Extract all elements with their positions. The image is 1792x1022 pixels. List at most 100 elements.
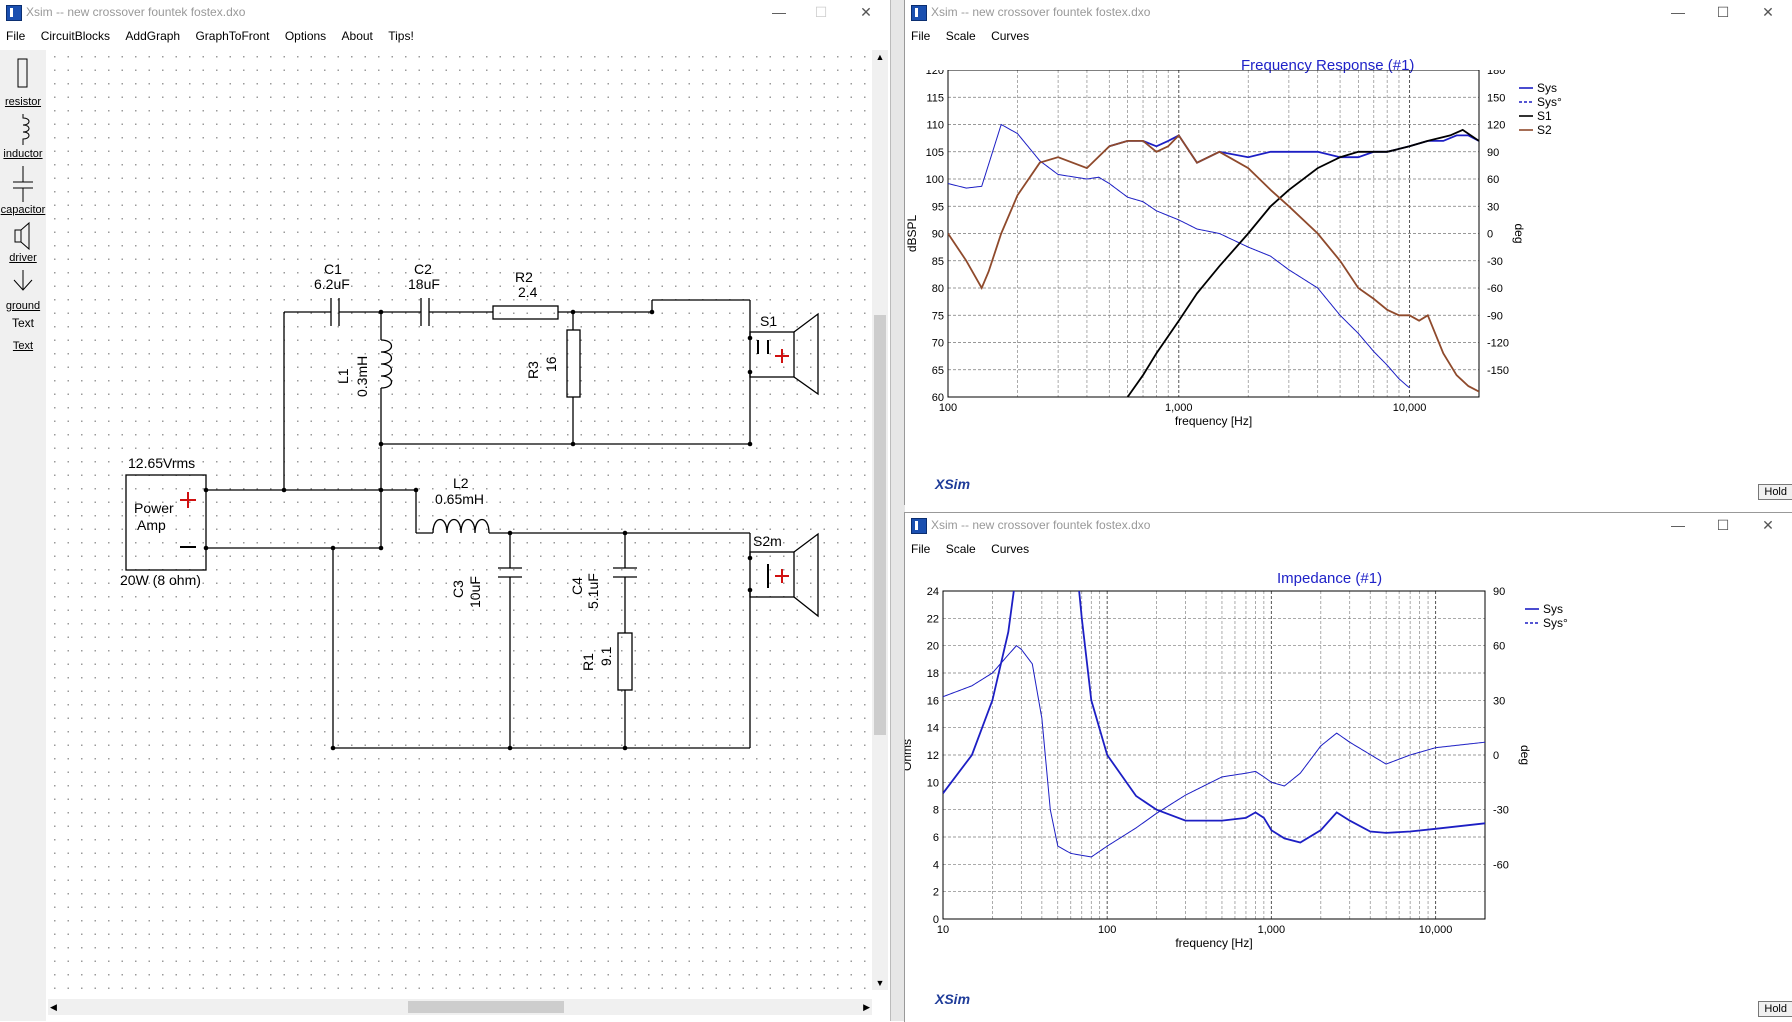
minimize-icon[interactable]: — bbox=[1671, 517, 1685, 533]
maximize-icon[interactable]: ☐ bbox=[1716, 4, 1730, 20]
y-tick-label: 90 bbox=[932, 229, 944, 241]
hold-button[interactable]: Hold bbox=[1758, 1001, 1792, 1017]
y-tick-label: 10 bbox=[927, 777, 939, 789]
menu-addgraph[interactable]: AddGraph bbox=[125, 29, 181, 43]
title-bar[interactable]: Xsim -- new crossover fountek fostex.dxo… bbox=[905, 0, 1792, 24]
series-group bbox=[948, 123, 1479, 397]
y-tick-label: 0 bbox=[933, 914, 939, 926]
minimize-icon[interactable]: — bbox=[772, 4, 786, 20]
y2-tick-label: -30 bbox=[1493, 805, 1509, 817]
scroll-right-icon[interactable]: ▶ bbox=[863, 1002, 870, 1012]
menu-scale[interactable]: Scale bbox=[945, 542, 976, 556]
scroll-down-icon[interactable]: ▼ bbox=[875, 978, 885, 988]
power-amp-block[interactable] bbox=[125, 474, 207, 571]
y2-tick-label: 60 bbox=[1487, 174, 1499, 186]
palette-ground[interactable]: ground bbox=[0, 268, 46, 312]
y2-tick-label: -30 bbox=[1487, 256, 1503, 268]
y2-tick-label: -90 bbox=[1487, 310, 1503, 322]
y2-tick-label: 30 bbox=[1493, 695, 1505, 707]
menu-file[interactable]: File bbox=[911, 542, 931, 556]
menu-tips[interactable]: Tips! bbox=[388, 29, 414, 43]
series-line-sys bbox=[943, 591, 1485, 844]
y-tick-label: 85 bbox=[932, 256, 944, 268]
legend-label: Sys bbox=[1543, 602, 1563, 616]
series-line-sys bbox=[1109, 134, 1479, 164]
schematic-canvas[interactable]: 12.65Vrms Power Amp 20W (8 ohm) C1 6.2uF… bbox=[48, 50, 872, 990]
vertical-scrollbar[interactable]: ▲ ▼ bbox=[872, 50, 888, 990]
title-bar[interactable]: Xsim -- new crossover fountek fostex.dxo… bbox=[0, 0, 890, 24]
palette-driver[interactable]: driver bbox=[0, 220, 46, 264]
y-tick-label: 70 bbox=[932, 338, 944, 350]
menu-scale[interactable]: Scale bbox=[945, 29, 976, 43]
window-title: Xsim -- new crossover fountek fostex.dxo bbox=[931, 518, 1151, 532]
speaker-s1[interactable] bbox=[749, 331, 795, 378]
minimize-icon[interactable]: — bbox=[1671, 4, 1685, 20]
plot-title: Impedance (#1) bbox=[1277, 570, 1383, 587]
frequency-response-chart[interactable]: 6065707580859095100105110115120-150-120-… bbox=[905, 70, 1792, 500]
y2-tick-label: 180 bbox=[1487, 70, 1505, 77]
y-tick-label: 100 bbox=[926, 174, 944, 186]
palette-resistor[interactable]: resistor bbox=[0, 56, 46, 108]
palette-inductor[interactable]: inductor bbox=[0, 112, 46, 160]
plot-frame bbox=[942, 590, 1486, 920]
y-tick-label: 8 bbox=[933, 805, 939, 817]
menu-about[interactable]: About bbox=[341, 29, 373, 43]
title-bar[interactable]: Xsim -- new crossover fountek fostex.dxo… bbox=[905, 513, 1792, 537]
series-line-s1 bbox=[1126, 128, 1479, 397]
window-title: Xsim -- new crossover fountek fostex.dxo bbox=[931, 5, 1151, 19]
y-tick-label: 115 bbox=[926, 92, 944, 104]
y-tick-label: 95 bbox=[932, 201, 944, 213]
c3-value: 10uF bbox=[467, 576, 483, 608]
ground-icon bbox=[13, 270, 33, 291]
r1-name: R1 bbox=[580, 653, 596, 671]
xsim-brand: XSim bbox=[935, 476, 971, 492]
menu-graphtofront[interactable]: GraphToFront bbox=[195, 29, 270, 43]
menu-file[interactable]: File bbox=[911, 29, 931, 43]
l1-name: L1 bbox=[335, 368, 351, 384]
menu-bar: File CircuitBlocks AddGraph GraphToFront… bbox=[0, 26, 890, 46]
y-tick-label: 18 bbox=[927, 668, 939, 680]
c4-name: C4 bbox=[569, 577, 585, 595]
menu-circuitblocks[interactable]: CircuitBlocks bbox=[40, 29, 111, 43]
series-line-s2 bbox=[948, 133, 1479, 393]
y2-tick-label: -150 bbox=[1487, 365, 1509, 377]
menu-bar: File Scale Curves bbox=[905, 539, 1792, 559]
y2-axis-label: deg bbox=[1518, 745, 1532, 765]
app-icon bbox=[6, 5, 22, 21]
x-axis-label: frequency [Hz] bbox=[1175, 936, 1252, 950]
series-line-sys-phase bbox=[948, 123, 1410, 389]
menu-curves[interactable]: Curves bbox=[991, 29, 1030, 43]
amp-name-line1: Power bbox=[134, 500, 174, 516]
y2-axis-label: deg bbox=[1512, 223, 1526, 243]
y-tick-label: 24 bbox=[927, 586, 939, 598]
legend-label: Sys bbox=[1537, 81, 1557, 95]
y-axis-label: dBSPL bbox=[905, 214, 919, 252]
s1-label: S1 bbox=[760, 313, 777, 329]
menu-curves[interactable]: Curves bbox=[991, 542, 1030, 556]
hold-button[interactable]: Hold bbox=[1758, 484, 1792, 500]
horizontal-scrollbar[interactable]: ◀ ▶ bbox=[48, 999, 872, 1015]
impedance-window: Xsim -- new crossover fountek fostex.dxo… bbox=[904, 512, 1792, 1022]
scroll-left-icon[interactable]: ◀ bbox=[50, 1002, 57, 1012]
close-icon[interactable]: ✕ bbox=[860, 4, 872, 20]
y2-tick-label: -60 bbox=[1493, 859, 1509, 871]
s2-label: S2m bbox=[753, 533, 782, 549]
r1-value: 9.1 bbox=[598, 646, 614, 666]
menu-options[interactable]: Options bbox=[284, 29, 327, 43]
xsim-brand: XSim bbox=[935, 991, 971, 1007]
inductor-icon bbox=[22, 114, 30, 145]
speaker-s2[interactable] bbox=[749, 551, 795, 598]
scrollbar-thumb[interactable] bbox=[874, 315, 886, 735]
palette-capacitor[interactable]: capacitor bbox=[0, 164, 46, 216]
circuit-schematic: 12.65Vrms Power Amp 20W (8 ohm) C1 6.2uF… bbox=[120, 261, 819, 751]
hscrollbar-thumb[interactable] bbox=[408, 1001, 564, 1013]
maximize-icon[interactable]: ☐ bbox=[1716, 517, 1730, 533]
maximize-icon[interactable]: ☐ bbox=[814, 4, 828, 20]
palette-text-2[interactable]: Text bbox=[12, 340, 34, 352]
scroll-up-icon[interactable]: ▲ bbox=[875, 52, 885, 62]
palette-text-1[interactable]: Text bbox=[11, 316, 34, 330]
close-icon[interactable]: ✕ bbox=[1762, 4, 1774, 20]
menu-file[interactable]: File bbox=[6, 29, 26, 43]
close-icon[interactable]: ✕ bbox=[1762, 517, 1774, 533]
